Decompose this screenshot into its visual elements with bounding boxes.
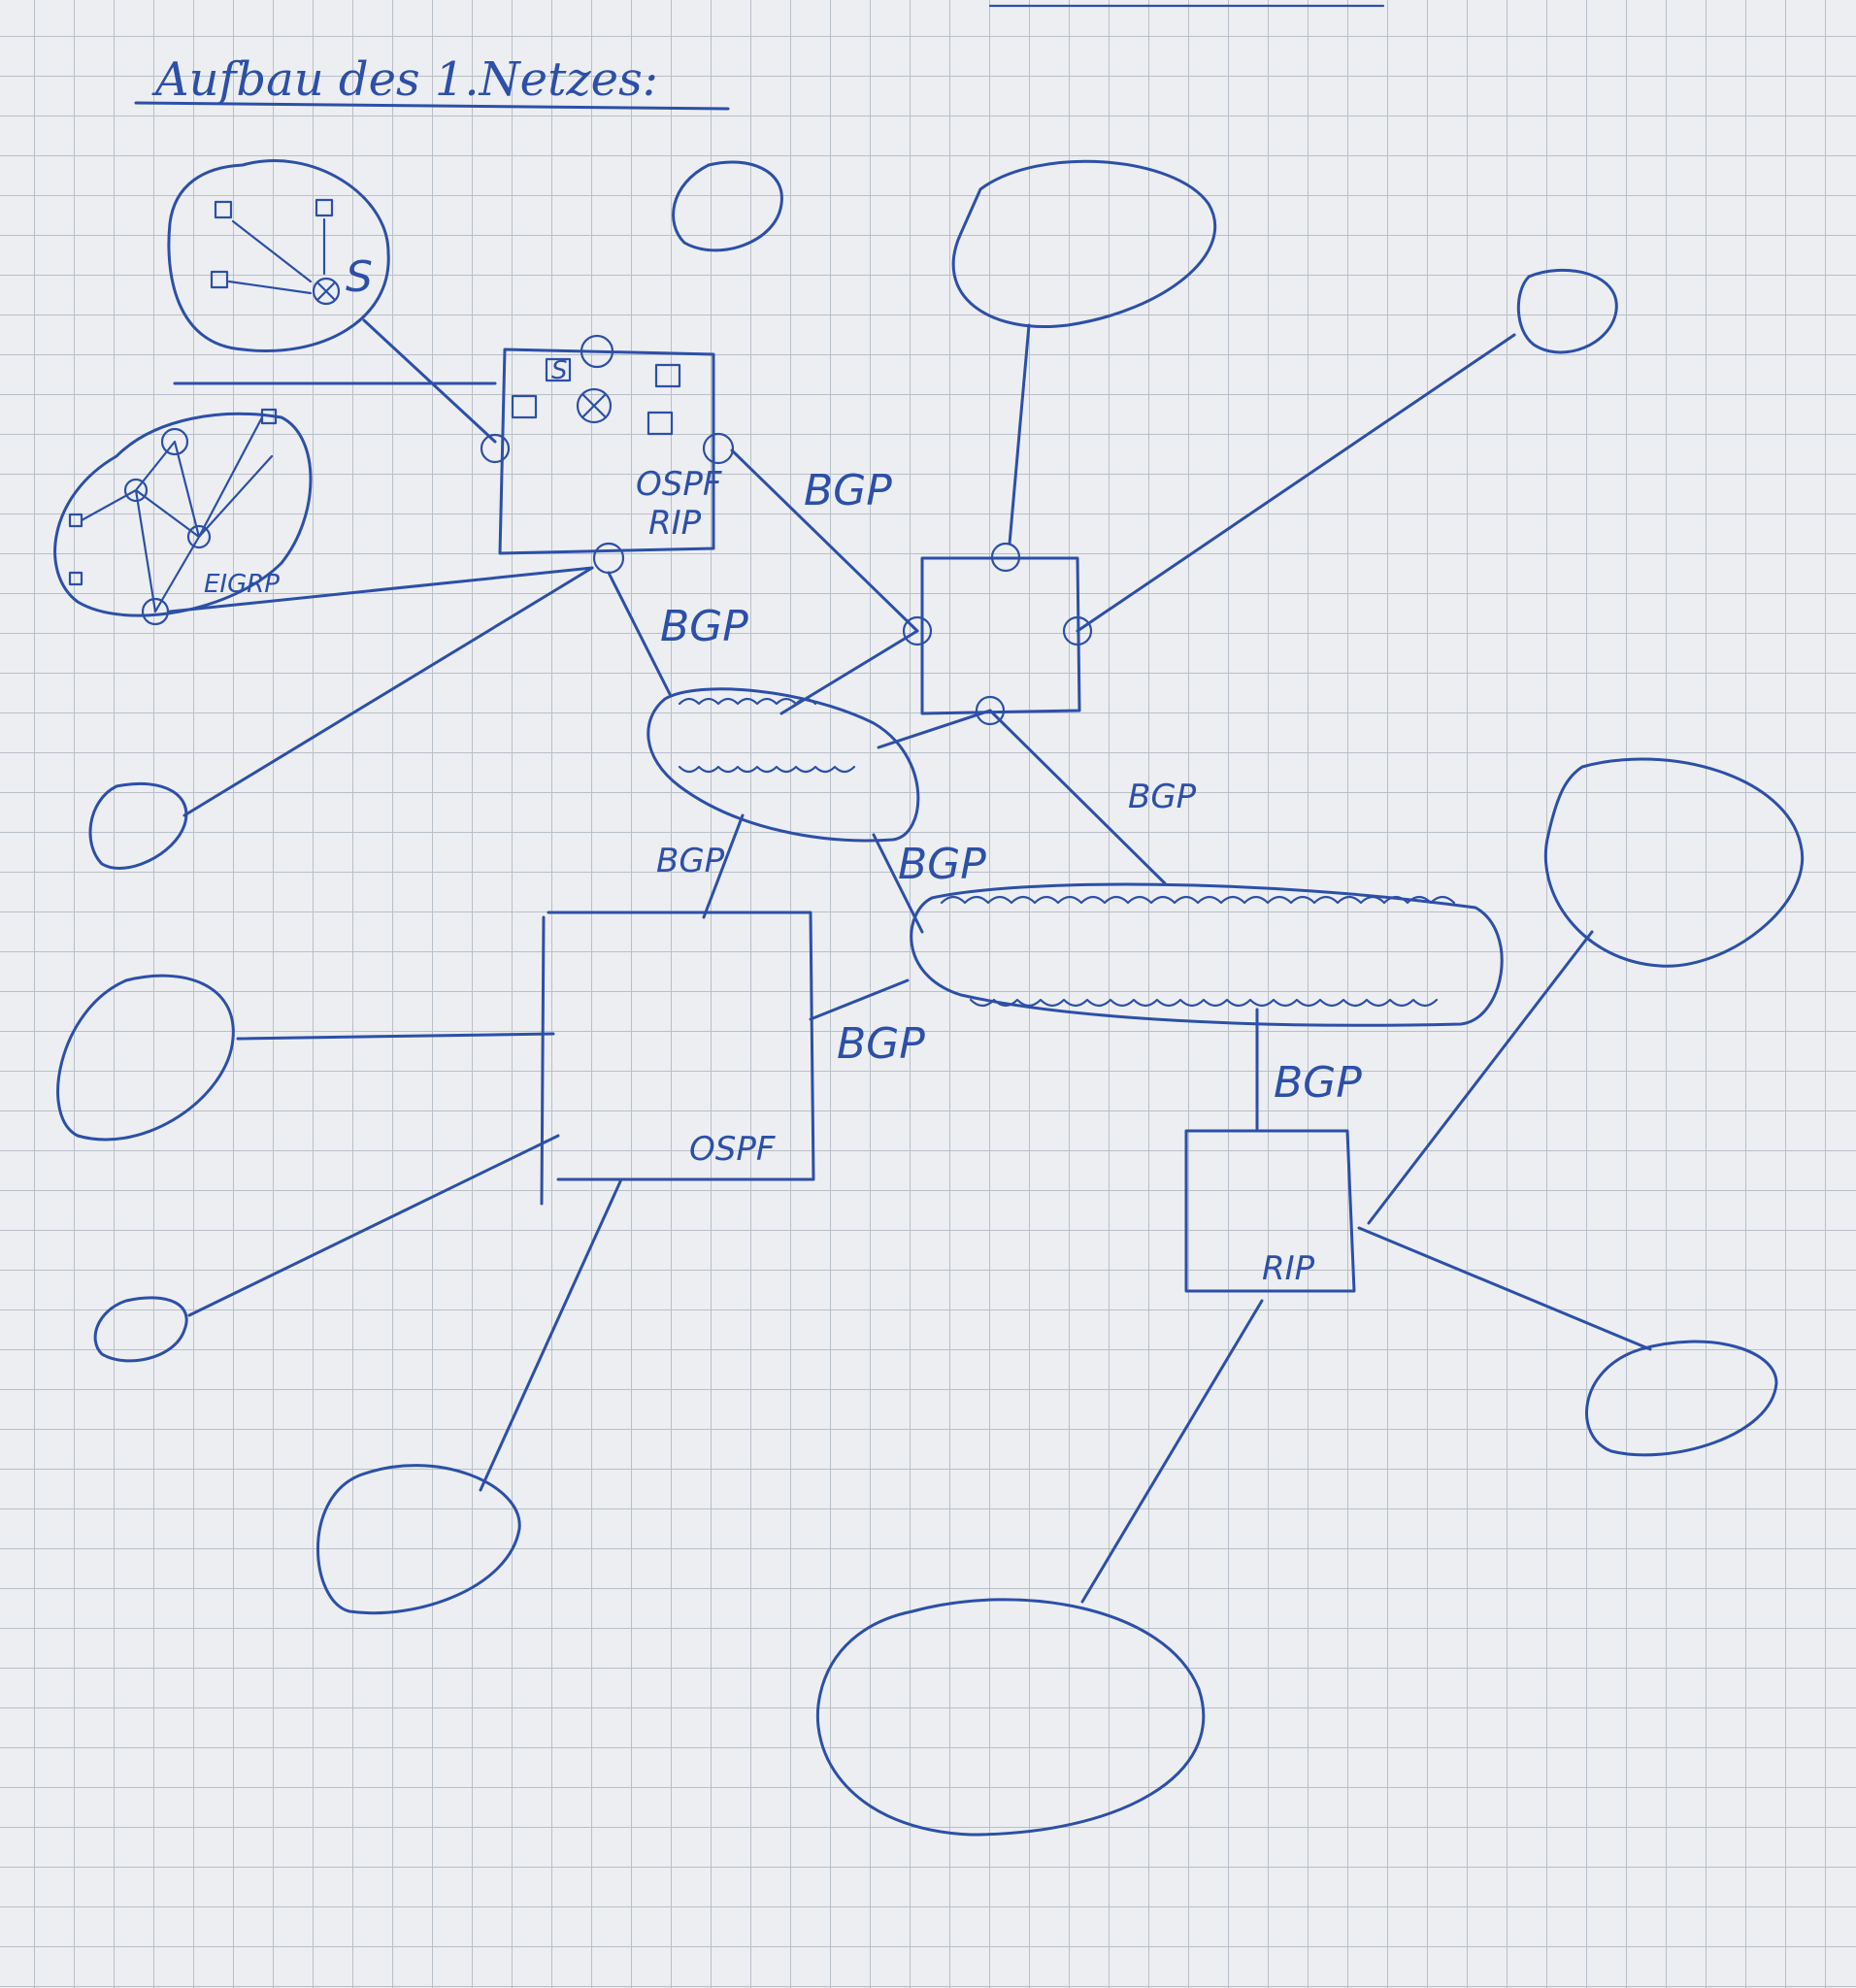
router-icon [1062,615,1093,646]
eigrp-link [168,566,594,613]
bgp-link [702,813,745,919]
router-icon [702,432,735,465]
switch-icon [511,394,538,419]
router-icon [576,387,613,424]
bgp-label: BGP [837,1019,925,1069]
top-right-big-cloud [951,159,1216,328]
as-box-right-top-outline [920,556,1081,715]
router-icon [160,427,189,456]
router-icon [990,542,1021,573]
bgp-label: BGP [1274,1058,1362,1108]
host-icon [210,270,229,289]
as-box-rip: RIP [1184,1129,1356,1293]
ospf-label-top: OSPF [636,465,722,504]
left-small-cloud [88,781,188,870]
ospf-label-main: OSPF [689,1130,776,1169]
bgp-label: BGP [804,466,892,515]
eigrp-label: EIGRP [204,570,280,599]
switch-icon [545,357,572,382]
cloud-link [1008,323,1031,546]
title-underline [134,101,730,111]
host-icon [68,513,83,528]
host-icon [315,198,334,217]
router-icon [480,433,511,464]
router-cross [580,392,608,419]
router-icon [186,524,212,549]
router-icon [975,695,1006,726]
page-title-group: Aufbau des 1.Netzes: [134,4,1385,111]
cloud-link [182,566,594,817]
bgp-link [607,571,672,696]
eigrp-cluster: EIGRP [53,408,313,626]
host-icon [68,571,83,586]
switch-icon [654,363,681,388]
bgp-label: BGP [898,840,986,889]
rip-label-top: RIP [648,504,702,543]
as-box-right-top [902,542,1093,726]
transit-cloud-1-scallops [678,697,856,774]
site-marker: S [346,252,373,302]
router-cross [315,281,337,302]
as-box-top-outline [498,348,715,555]
rip-label-right: RIP [1262,1249,1315,1288]
eigrp-links [80,415,274,613]
cloud-link [1367,930,1594,1225]
bgp-link [872,833,924,934]
bottom-left-small-cloud [93,1296,188,1363]
router-icon [902,615,933,646]
site-cloud-outline [167,159,390,352]
as-box-top: S OSPF RIP [480,334,735,575]
left-cloud [56,974,235,1142]
router-icon [592,542,625,575]
bgp-label: BGP [656,842,725,880]
bgp-link [988,709,1167,885]
right-big-cloud [1543,757,1805,968]
small-cloud [672,160,783,252]
switch-icon [646,411,674,436]
router-icon [123,478,149,503]
cloud-link [1076,333,1516,633]
as-box-ospf: OSPF [540,911,815,1206]
eigrp-cloud-outline [53,412,313,617]
bottom-cloud [316,1464,521,1615]
transit-link [779,629,919,715]
transit-cloud-1 [646,687,920,843]
bgp-label: BGP [1128,778,1197,816]
site-link [362,318,497,444]
router-icon [312,277,341,306]
switch-marker: S [551,356,568,385]
cloud-link [1080,1299,1264,1604]
bottom-right-big-cloud [815,1598,1206,1837]
bgp-link [809,978,910,1021]
as-box-ospf-outline [540,911,815,1206]
host-links [227,217,326,295]
bgp-label: BGP [660,602,748,651]
router-icon [580,334,614,369]
transit-cloud-2-scallops [940,895,1456,1008]
cloud-link [1357,1226,1652,1351]
far-right-small-cloud [1516,269,1618,354]
bgp-link [730,448,919,633]
page-title: Aufbau des 1.Netzes: [151,52,658,107]
as-box-rip-outline [1184,1129,1356,1293]
cloud-link [187,1134,560,1317]
right-small-cloud [1585,1340,1778,1457]
site-s-cloud: S [167,159,390,352]
cloud-link [479,1177,623,1492]
host-icon [214,200,233,219]
transit-cloud-2 [910,882,1504,1027]
cloud-link [236,1032,555,1041]
router-icon [141,597,170,626]
